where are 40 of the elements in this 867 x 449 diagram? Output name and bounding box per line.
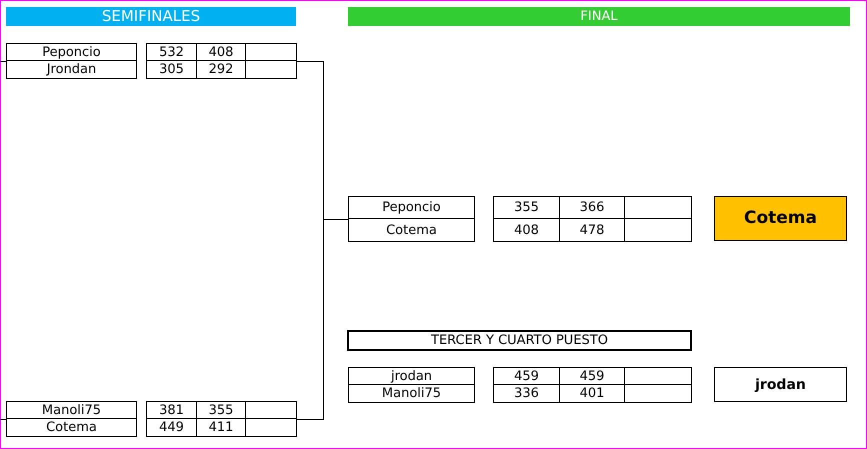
player-name-cell-text: Cotema [45,419,98,436]
score-cell: 478 [560,219,625,241]
score-cell: 408 [494,219,560,241]
bracket-line [0,419,6,420]
winner-box: Cotema [714,196,847,241]
score-cell: 401 [560,385,625,402]
score-table [146,401,297,437]
section-header: SEMIFINALES [6,7,296,26]
player-name-cell: Peponcio [7,44,136,61]
score-cell: 381 [147,402,197,419]
player-name-cell: Peponcio [349,197,474,219]
score-cell: 532 [147,44,197,61]
bracket-line [296,219,348,420]
score-cell: 355 [197,402,246,419]
score-table [146,43,297,79]
score-cell: 366 [560,197,625,219]
player-name-cell: jrodan [349,368,474,385]
score-cell: 355 [494,197,560,219]
section-header: TERCER Y CUARTO PUESTO [347,330,692,351]
score-cell: 336 [494,385,560,402]
bracket-line [0,61,6,62]
player-name-cell-text: Manoli75 [380,385,442,402]
score-cell: 305 [147,61,197,78]
winner-box: jrodan [714,367,847,402]
score-cell: 292 [197,61,246,78]
player-table [348,367,475,403]
score-cell: 408 [197,44,246,61]
score-cell: 459 [560,368,625,385]
player-table [348,196,475,242]
player-name-cell-text: Jrondan [45,61,98,78]
score-cell: 411 [197,419,246,436]
player-table [6,401,137,437]
player-name-cell: Manoli75 [7,402,136,419]
score-cell: 459 [494,368,560,385]
score-table [493,367,692,403]
score-cell: 449 [147,419,197,436]
section-header: FINAL [348,7,850,26]
player-table [6,43,137,79]
score-table [493,196,692,242]
player-name-cell-text: Cotema [385,222,438,240]
